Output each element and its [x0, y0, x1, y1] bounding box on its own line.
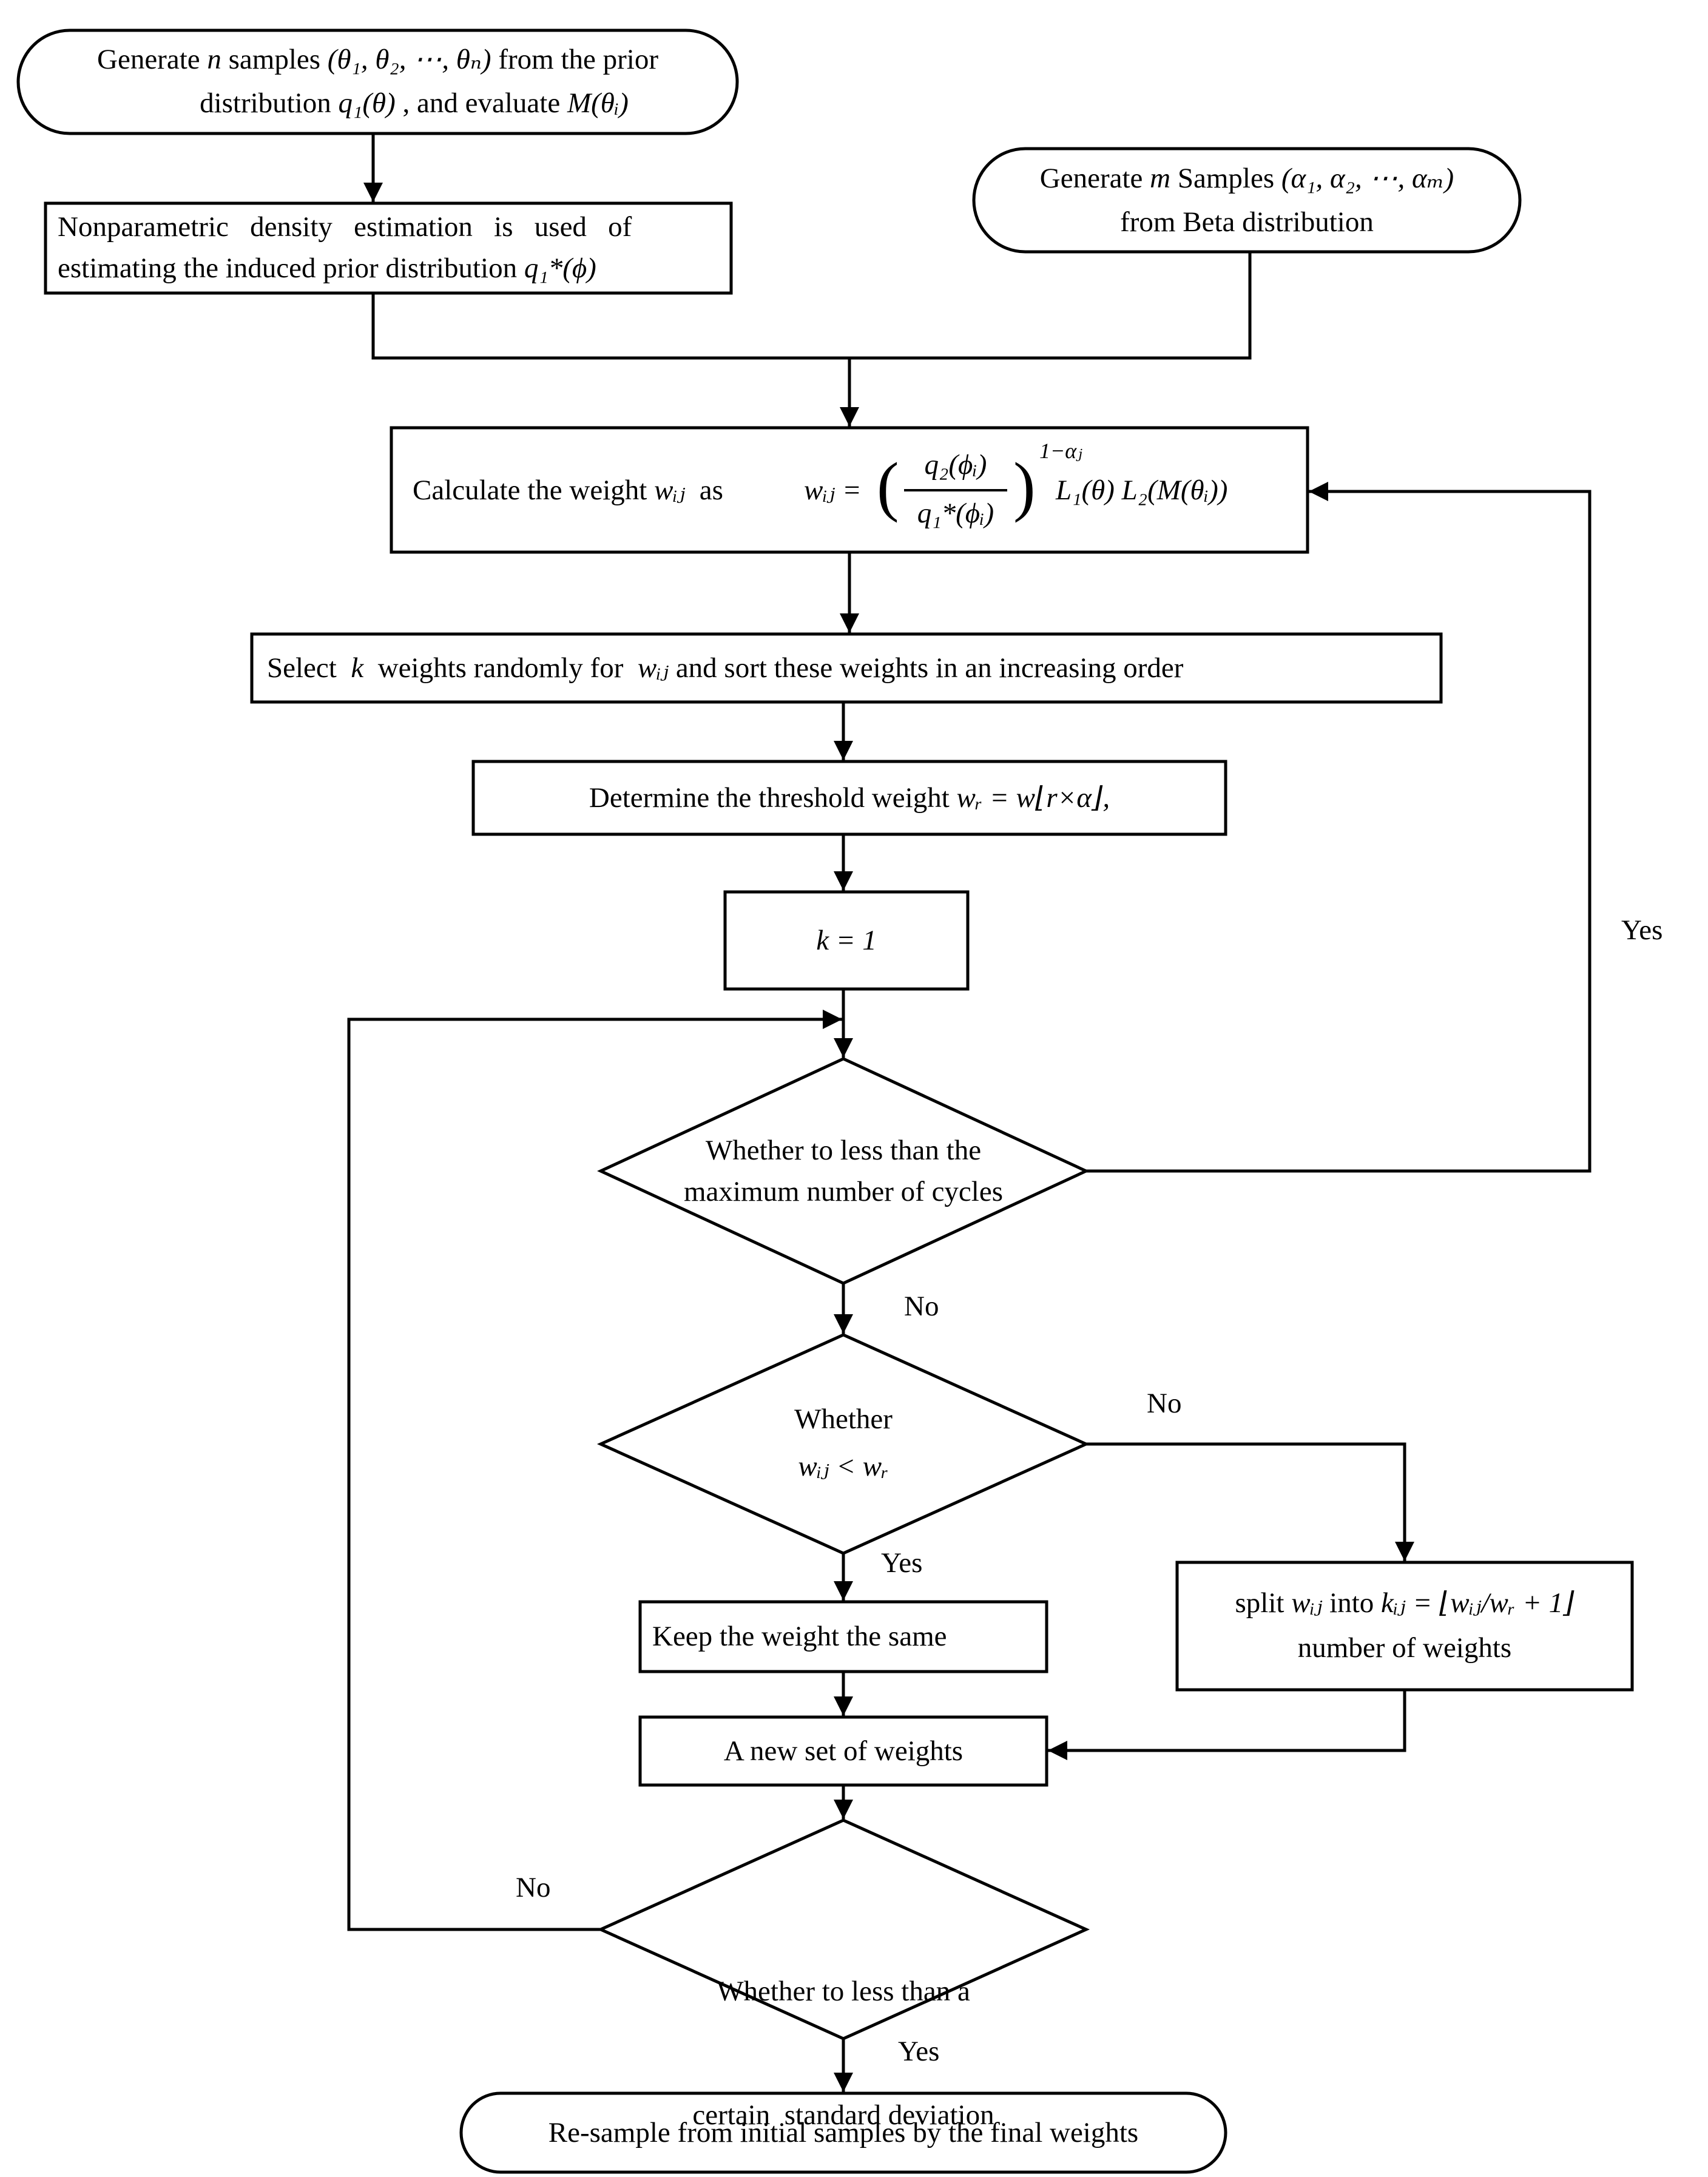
- node-end-label: Re-sample from initial samples by the fi…: [548, 2117, 1139, 2148]
- node-density-label: Nonparametric density estimation is used…: [58, 211, 632, 284]
- node-weight-label: Calculate the weight wᵢⱼ as: [413, 474, 738, 506]
- edge-stddev-no-loop: [347, 1010, 842, 1931]
- edge-label-stddev-yes: Yes: [898, 2036, 940, 2067]
- edge-label-cycles-yes: Yes: [1621, 914, 1663, 946]
- node-compare-label: Whether wᵢⱼ < wᵣ: [794, 1403, 893, 1482]
- node-keep-label: Keep the weight the same: [652, 1621, 947, 1652]
- node-stddev-label: Whether to less than a certain standard …: [692, 1976, 994, 2131]
- node-start-shape: [16, 29, 739, 135]
- node-beta-label: Generate m Samples (α₁, α₂, ⋯, αₘ) from …: [1039, 163, 1454, 238]
- weight-formula-fraction-bar: [904, 489, 1007, 491]
- node-threshold-shape: [471, 760, 1227, 836]
- weight-formula: wᵢⱼ = ( q₂(ϕᵢ) q₁*(ϕᵢ) ) 1−αⱼ L₁(θ) L₂(M…: [804, 436, 1301, 545]
- edge-label-cycles-no: No: [904, 1291, 939, 1322]
- node-threshold-label: Determine the threshold weight wᵣ = w⌊r×…: [589, 782, 1110, 814]
- node-new-set-label: A new set of weights: [723, 1735, 964, 1767]
- node-end-shape: [459, 2091, 1227, 2174]
- node-beta-shape: [972, 147, 1522, 254]
- weight-formula-denominator: q₁*(ϕᵢ): [917, 498, 994, 529]
- weight-formula-lhs: wᵢⱼ =: [804, 474, 862, 506]
- edge-split-newset: [1048, 1690, 1406, 1760]
- weight-formula-likelihood: L₁(θ) L₂(M(θᵢ)): [1056, 474, 1228, 506]
- edge-label-stddev-no: No: [516, 1872, 551, 1903]
- weight-formula-paren-close: ): [1013, 449, 1036, 523]
- node-split-label: split wᵢⱼ into kᵢⱼ = ⌊wᵢⱼ/wᵣ + 1⌋ number…: [1235, 1587, 1575, 1664]
- node-density-shape: [44, 201, 733, 295]
- edge-cycles-yes-weight: [1086, 482, 1592, 1173]
- node-select-label: Select k weights randomly for wᵢⱼ and so…: [267, 652, 1184, 684]
- node-init-k-label: k = 1: [816, 925, 877, 956]
- weight-formula-exponent: 1−αⱼ: [1039, 439, 1082, 463]
- node-init-k-shape: [723, 890, 970, 991]
- edge-beta-join: [849, 252, 1252, 360]
- edge-density-join: [371, 293, 849, 360]
- edge-label-compare-yes: Yes: [881, 1547, 923, 1579]
- node-start-label: Generate n samples (θ₁, θ₂, ⋯, θₙ) from …: [97, 44, 658, 119]
- weight-formula-paren-open: (: [877, 449, 899, 523]
- edge-label-compare-no: No: [1147, 1388, 1182, 1419]
- weight-formula-numerator: q₂(ϕᵢ): [924, 449, 987, 481]
- node-select-shape: [250, 632, 1443, 704]
- node-cycles-label: Whether to less than the maximum number …: [684, 1135, 1003, 1207]
- edge-compare-no-split: [1086, 1442, 1414, 1561]
